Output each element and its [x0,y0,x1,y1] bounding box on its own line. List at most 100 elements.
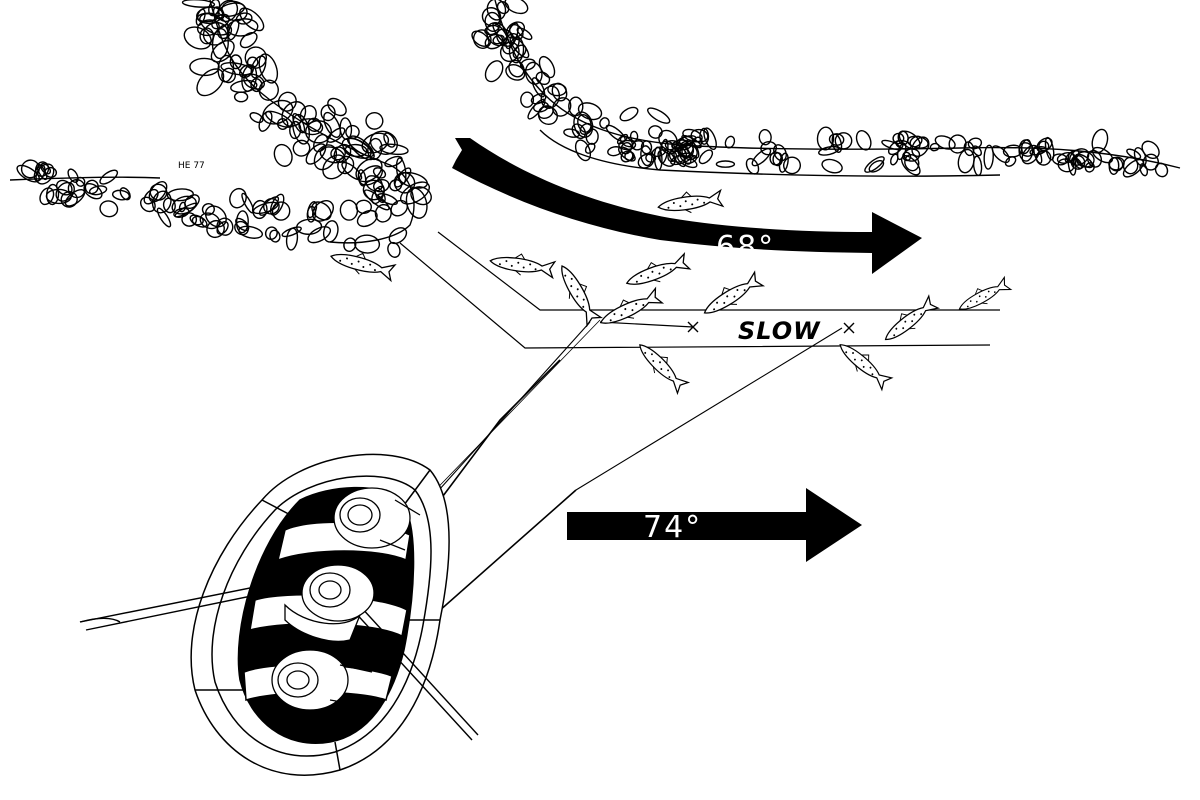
pebble [682,128,703,143]
pebble [262,99,294,125]
pebble [356,209,378,228]
pebble [39,187,55,206]
pebble [816,126,835,151]
trout-icon [839,344,894,392]
trout-icon [884,294,941,341]
pebble [178,201,187,213]
pebble [1141,140,1160,160]
pebble [343,237,357,252]
pebble [783,156,801,175]
pebble [229,187,247,209]
pebble [619,106,639,122]
pebble [620,141,633,155]
pebble [296,218,323,235]
pebble [699,127,710,145]
pebble [681,134,702,149]
pebble [607,146,623,157]
pebble [384,155,403,168]
pebble [235,210,249,234]
pebble [184,194,200,210]
pebble [235,217,250,232]
pebble [508,36,525,64]
pebble [390,199,408,217]
pebble [211,13,230,30]
pebble [715,160,736,168]
pebble [99,169,119,185]
pebble [520,91,535,108]
pebble [900,155,921,176]
pebble [577,102,603,121]
pebble [258,196,280,216]
pebble [821,158,843,174]
pebble [251,199,268,220]
pebble [285,227,299,251]
pebble [778,152,789,173]
pebble [374,203,392,223]
pebble [948,134,967,154]
fly-lines [394,319,843,651]
pebble [1154,162,1169,178]
pebble [677,140,694,158]
pebble [143,188,159,205]
pebble [484,33,504,50]
pebble [306,201,318,219]
pebble [289,120,302,140]
pebble [372,167,387,179]
pebble [312,200,334,222]
pebble [119,187,131,201]
pebble [486,0,507,21]
pebble [307,226,332,244]
pebble [395,157,407,185]
pebble [265,110,294,128]
rowing-angler [284,564,375,642]
pebble [1086,149,1103,168]
pebble [911,136,930,157]
pebble [889,153,899,166]
pebble [383,132,396,148]
pebble [504,0,529,15]
pebble [1091,146,1114,164]
pebble [957,148,975,174]
pebble [605,124,626,142]
pebble [505,64,526,81]
pebble [547,83,567,97]
pebble [221,0,248,22]
pebble [818,145,840,156]
pebble [584,142,596,154]
right-rock-bank [471,0,1181,178]
pebble [647,107,671,124]
pebble [281,101,307,127]
pebble [1002,144,1023,158]
pebble [311,201,332,221]
pebble [305,120,332,144]
pebble [210,39,235,63]
pebble [881,139,901,151]
pebble [206,219,225,239]
pebble [659,138,669,164]
pebble [217,0,239,23]
pebble [388,227,408,245]
trout-icon [657,188,725,214]
pebble [64,188,86,207]
pebble [263,197,280,215]
pebble [751,148,772,167]
pebble [677,154,698,169]
pebble [346,137,374,158]
pebble [258,79,279,101]
pebble [1044,136,1055,161]
pebble [55,179,73,196]
pebble [250,78,263,93]
pebble [313,144,338,171]
pebble [327,97,347,117]
pebble [271,201,291,221]
slow-water-label: SLOW [738,317,821,345]
pebble [484,24,500,36]
pebble [1139,163,1149,177]
pebble [481,7,502,27]
pebble [189,57,220,77]
current-seam-lines [399,231,1000,349]
pebble [492,22,509,44]
pebble [211,28,229,60]
upper-current-arrow [452,138,922,274]
